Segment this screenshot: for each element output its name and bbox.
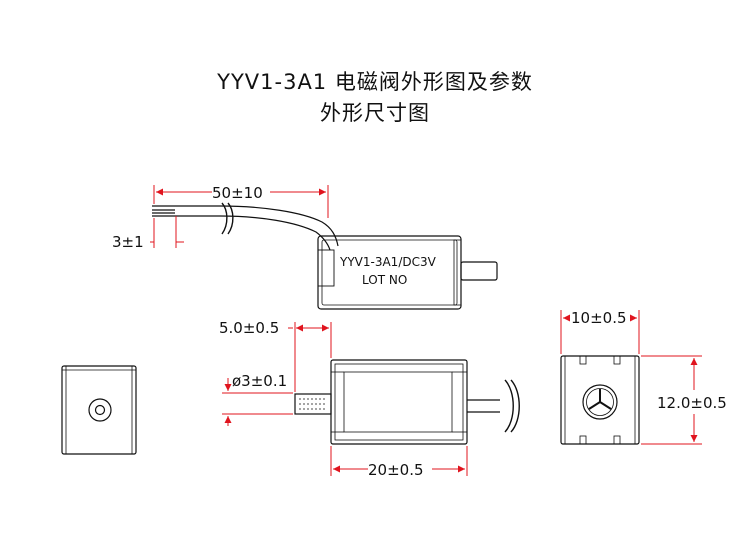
dim-body-height: [641, 355, 702, 445]
dim-shaft-length-text: 5.0±0.5: [219, 319, 279, 337]
valve-shaft-side: [294, 393, 332, 415]
dim-lead-length-text: 50±10: [212, 184, 263, 202]
dim-body-width-text: 10±0.5: [571, 309, 627, 327]
dim-body-length-text: 20±0.5: [368, 461, 424, 479]
dim-body-length: [330, 446, 468, 476]
title-main: YYV1-3A1 电磁阀外形图及参数: [217, 70, 533, 94]
model-label: YYV1-3A1/DC3V: [339, 255, 437, 269]
lead-wires: [152, 202, 339, 251]
end-view-left: [61, 365, 137, 455]
lot-label: LOT NO: [362, 273, 407, 287]
dim-shaft-diameter-text: ø3±0.1: [232, 372, 287, 390]
dim-body-height-text: 12.0±0.5: [657, 394, 727, 412]
dim-body-width: [560, 310, 640, 354]
dim-strip-length-text: 3±1: [112, 233, 144, 251]
valve-shaft-top: [460, 261, 498, 281]
dim-shaft-length: [288, 322, 332, 392]
side-view: [294, 359, 520, 445]
title-sub: 外形尺寸图: [320, 101, 430, 125]
dim-shaft-diameter: [222, 378, 293, 426]
top-view: YYV1-3A1/DC3V LOT NO: [152, 202, 498, 310]
wire-outlet-icon: [582, 384, 618, 420]
dim-strip-length: [150, 216, 184, 248]
dim-lead-length: [153, 185, 329, 218]
end-view-right: [560, 355, 640, 445]
